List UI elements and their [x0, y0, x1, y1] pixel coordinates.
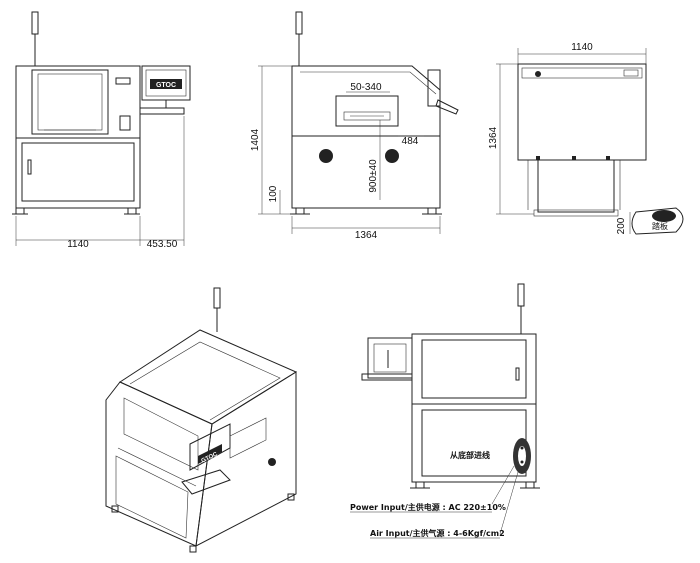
iso-tower-light — [213, 287, 221, 309]
side-window — [335, 95, 399, 127]
side-view: 1404 50-340 484 900±40 100 1364 — [250, 11, 459, 241]
front-view: GTOC 1140 453.50 — [12, 11, 191, 250]
pedal-label: 踏板 — [652, 221, 668, 231]
tower-light — [31, 11, 39, 35]
side-body — [291, 65, 441, 209]
side-conveyor-dim: 900±40 — [368, 159, 379, 193]
side-depth-dim: 484 — [402, 136, 419, 147]
control-buttons — [115, 77, 131, 85]
rear-lower-panel — [421, 409, 527, 477]
top-body — [517, 63, 647, 161]
top-height-dim: 1364 — [488, 126, 499, 149]
iso-top-face — [118, 329, 298, 425]
air-input-note: Air Input/主供气源 : 4-6Kgf/cm2 — [370, 528, 505, 538]
rear-view: 从底部进线 Power Input/主供电源 : AC 220±10% Air … — [350, 283, 540, 539]
iso-keyboard-tray — [181, 469, 231, 495]
iso-right-face — [195, 371, 297, 547]
side-tower-light — [295, 11, 303, 35]
top-width-dim: 1140 — [571, 42, 593, 53]
front-width-dim: 1140 — [67, 239, 89, 250]
side-foot-dim: 100 — [268, 185, 279, 202]
power-input-note: Power Input/主供电源 : AC 220±10% — [350, 502, 506, 512]
rear-keyboard-tray — [361, 373, 413, 381]
isometric-view: GTOC — [105, 287, 298, 553]
monitor-logo — [150, 79, 182, 89]
top-foot-dim: 200 — [616, 217, 627, 234]
front-lower-door — [21, 142, 135, 202]
rear-body — [411, 333, 537, 483]
front-window — [31, 69, 109, 135]
rear-monitor — [367, 337, 413, 379]
side-port-right — [385, 149, 399, 163]
front-offset-dim: 453.50 — [147, 239, 178, 250]
foot-pedal — [631, 207, 684, 235]
rear-center-note: 从底部进线 — [450, 450, 490, 460]
rear-tower-light — [517, 283, 525, 307]
front-keyboard-tray — [139, 107, 185, 115]
monitor-brand-text: GTOC — [156, 82, 176, 89]
rear-upper-panel — [421, 339, 527, 399]
side-range-dim: 50-340 — [350, 82, 382, 93]
side-width-dim: 1364 — [355, 230, 378, 241]
side-port-left — [319, 149, 333, 163]
top-view: 1140 踏板 200 1364 — [488, 42, 684, 235]
top-conveyor — [537, 159, 615, 213]
iso-monitor — [189, 423, 231, 471]
iso-front-face — [105, 381, 213, 547]
side-height-dim: 1404 — [250, 128, 261, 151]
front-body — [15, 65, 141, 209]
